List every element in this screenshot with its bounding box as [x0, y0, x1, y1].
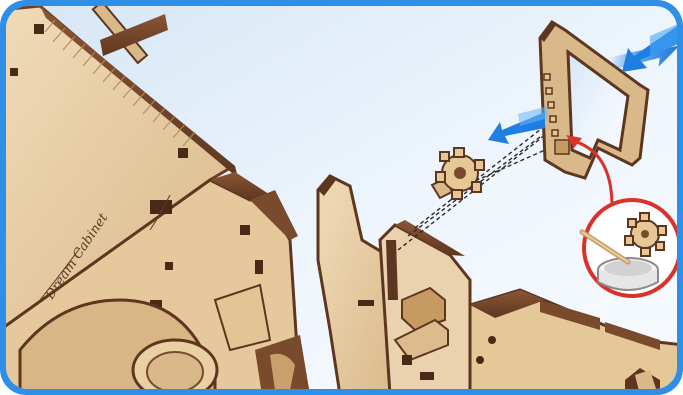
- lubrication-callout-icon: [582, 200, 680, 296]
